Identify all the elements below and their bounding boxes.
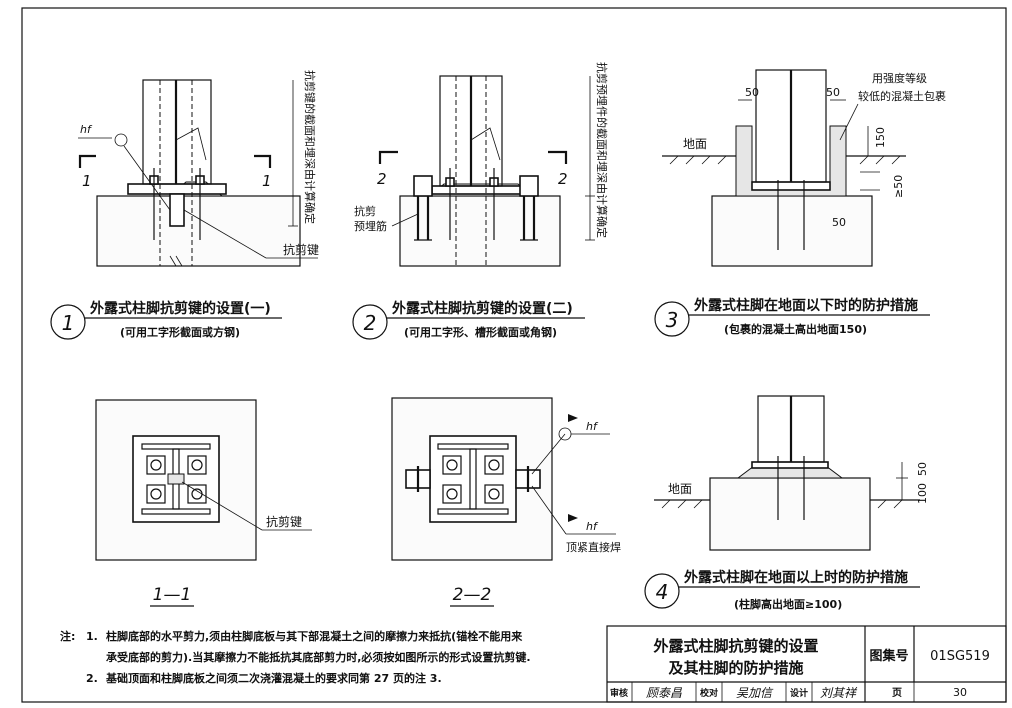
detail-2-number-circle: [352, 304, 388, 340]
detail-3-elevation: 地面 用强度等级 较低的混凝土包裹 50 50 150 ≥50 50: [662, 69, 946, 267]
reviewer-signature: 顾泰昌: [646, 686, 683, 700]
review-label: 审核: [610, 687, 628, 699]
dim-50-top-right: 50: [826, 86, 840, 99]
ground-label-4: 地面: [668, 482, 692, 496]
foundation-4: [709, 477, 871, 551]
hf-label-3: hf: [586, 520, 599, 533]
encase-note-line1: 用强度等级: [872, 71, 927, 85]
section-1-1-plan: 抗剪键 1—1: [95, 399, 312, 607]
detail-1-elevation: 1 1 hf 抗剪键 抗剪键的截面和埋深由计算确定: [78, 70, 319, 267]
section-mark-2-left: [378, 150, 398, 164]
detail-3-subtitle: (包裹的混凝土高出地面150): [724, 322, 867, 336]
page-number: 30: [953, 686, 967, 699]
title-block-title-line2: 及其柱脚的防护措施: [668, 659, 803, 677]
detail-2-subtitle: (可用工字形、槽形截面或角钢): [404, 325, 557, 339]
vertical-note-1: 抗剪键的截面和埋深由计算确定: [303, 70, 317, 224]
top-weld-label: 顶紧直接焊: [566, 540, 621, 554]
ground-label-3: 地面: [683, 137, 707, 151]
detail-2-number: 2: [364, 311, 377, 335]
design-label: 设计: [790, 687, 808, 699]
note-1-line2: 承受底部的剪力).当其摩擦力不能抵抗其底部剪力时,必须按如图所示的形式设置抗剪键…: [106, 650, 531, 664]
title-block-title-line1: 外露式柱脚抗剪键的设置: [652, 637, 818, 655]
section-1-label-left: 1: [82, 172, 92, 190]
detail-4-title: 外露式柱脚在地面以上时的防护措施: [684, 569, 908, 586]
notes-prefix: 注:: [60, 629, 75, 643]
shear-key-label-plan: 抗剪键: [266, 514, 302, 529]
dim-ge50: ≥50: [892, 175, 905, 198]
dim-50-d4: 50: [916, 462, 929, 476]
note-1-line1: 柱脚底部的水平剪力,须由柱脚底板与其下部混凝土之间的摩擦力来抵抗(锚栓不能用来: [106, 629, 523, 643]
shear-key-plan-1: [167, 473, 185, 485]
detail-1-number-circle: [50, 304, 86, 340]
check-label: 校对: [700, 687, 718, 699]
detail-1-subtitle: (可用工字形截面或方钢): [120, 325, 240, 339]
section-view-1-1-label: 1—1: [153, 585, 192, 605]
detail-4-title-group: 4 外露式柱脚在地面以上时的防护措施 (柱脚高出地面≥100): [644, 569, 920, 611]
detail-2-title: 外露式柱脚抗剪键的设置(二): [392, 300, 573, 317]
section-2-label-left: 2: [377, 170, 387, 188]
detail-4-subtitle: (柱脚高出地面≥100): [734, 597, 842, 611]
detail-2-elevation: 2 2 抗剪 预埋筋 抗剪预埋件的截面和埋深由计算确定: [354, 62, 609, 267]
foundation-3: [711, 195, 873, 267]
hf-label-1: hf: [80, 123, 93, 136]
detail-4-number-circle: [644, 573, 680, 609]
encase-note-line2: 较低的混凝土包裹: [858, 89, 946, 103]
foundation-1: [96, 195, 301, 267]
detail-3-number-circle: [654, 301, 690, 337]
detail-2-title-group: 2 外露式柱脚抗剪键的设置(二) (可用工字形、槽形截面或角钢): [352, 300, 585, 340]
base-plate-2: [431, 185, 529, 195]
dim-100-d4: 100: [916, 483, 929, 504]
detail-1-title: 外露式柱脚抗剪键的设置(一): [90, 300, 271, 317]
section-view-2-2-label: 2—2: [453, 585, 492, 605]
title-block: 外露式柱脚抗剪键的设置 及其柱脚的防护措施 图集号 01SG519 审核 顾泰昌…: [606, 625, 1007, 703]
detail-4-elevation: 地面 50 100: [654, 395, 929, 551]
shear-key-label-1: 抗剪键: [283, 242, 319, 257]
foundation-2: [399, 195, 561, 267]
weld-symbol-circle-1: [114, 133, 128, 147]
detail-3-title: 外露式柱脚在地面以下时的防护措施: [694, 297, 918, 314]
detail-3-title-group: 3 外露式柱脚在地面以下时的防护措施 (包裹的混凝土高出地面150): [654, 297, 930, 337]
embedded-bar-label-line1: 抗剪: [354, 204, 376, 218]
shear-key-1: [169, 193, 185, 227]
section-1-label-right: 1: [262, 172, 272, 190]
atlas-label: 图集号: [869, 648, 908, 664]
hf-label-2: hf: [586, 420, 599, 433]
dim-50-top-left: 50: [745, 86, 759, 99]
section-mark-1-left: [78, 154, 96, 168]
vertical-note-2: 抗剪预埋件的截面和埋深由计算确定: [595, 62, 609, 238]
note-2-line1: 基础顶面和柱脚底板之间须二次浇灌混凝土的要求同第 27 页的注 3.: [105, 671, 442, 685]
embedded-bar-label-line2: 预埋筋: [354, 219, 387, 233]
shear-lugs-plan-2: [405, 466, 541, 492]
detail-3-number: 3: [666, 308, 679, 332]
section-2-2-plan: hf hf 顶紧直接焊 2—2: [391, 397, 621, 607]
atlas-number: 01SG519: [930, 649, 990, 664]
embedded-bars-2: [414, 196, 538, 241]
sheet-frame: [21, 7, 1007, 703]
section-mark-1-right: [254, 154, 272, 168]
note-2-number: 2.: [86, 672, 98, 685]
designer-signature: 刘其祥: [820, 686, 858, 700]
detail-1-number: 1: [62, 311, 75, 335]
base-plate-4: [751, 461, 829, 469]
anchor-bolts-2: [445, 168, 499, 240]
page-label: 页: [892, 687, 902, 699]
note-1-number: 1.: [86, 630, 98, 643]
anchor-bolts-1: [149, 168, 205, 240]
base-plate-plan-2: [429, 435, 517, 523]
detail-1-title-group: 1 外露式柱脚抗剪键的设置(一) (可用工字形截面或方钢): [50, 300, 282, 340]
base-plate-3: [751, 181, 831, 191]
shear-lug-right-2: [519, 175, 539, 197]
section-2-label-right: 2: [558, 170, 568, 188]
checker-signature: 吴加信: [736, 686, 774, 700]
dim-50-bottom: 50: [832, 216, 846, 229]
dim-150: 150: [874, 127, 887, 148]
section-mark-2-right: [548, 150, 568, 164]
notes: 注: 1. 柱脚底部的水平剪力,须由柱脚底板与其下部混凝土之间的摩擦力来抵抗(锚…: [60, 629, 531, 685]
detail-4-number: 4: [656, 580, 669, 604]
base-plate-1: [127, 183, 227, 195]
shear-lug-left-2: [413, 175, 433, 197]
